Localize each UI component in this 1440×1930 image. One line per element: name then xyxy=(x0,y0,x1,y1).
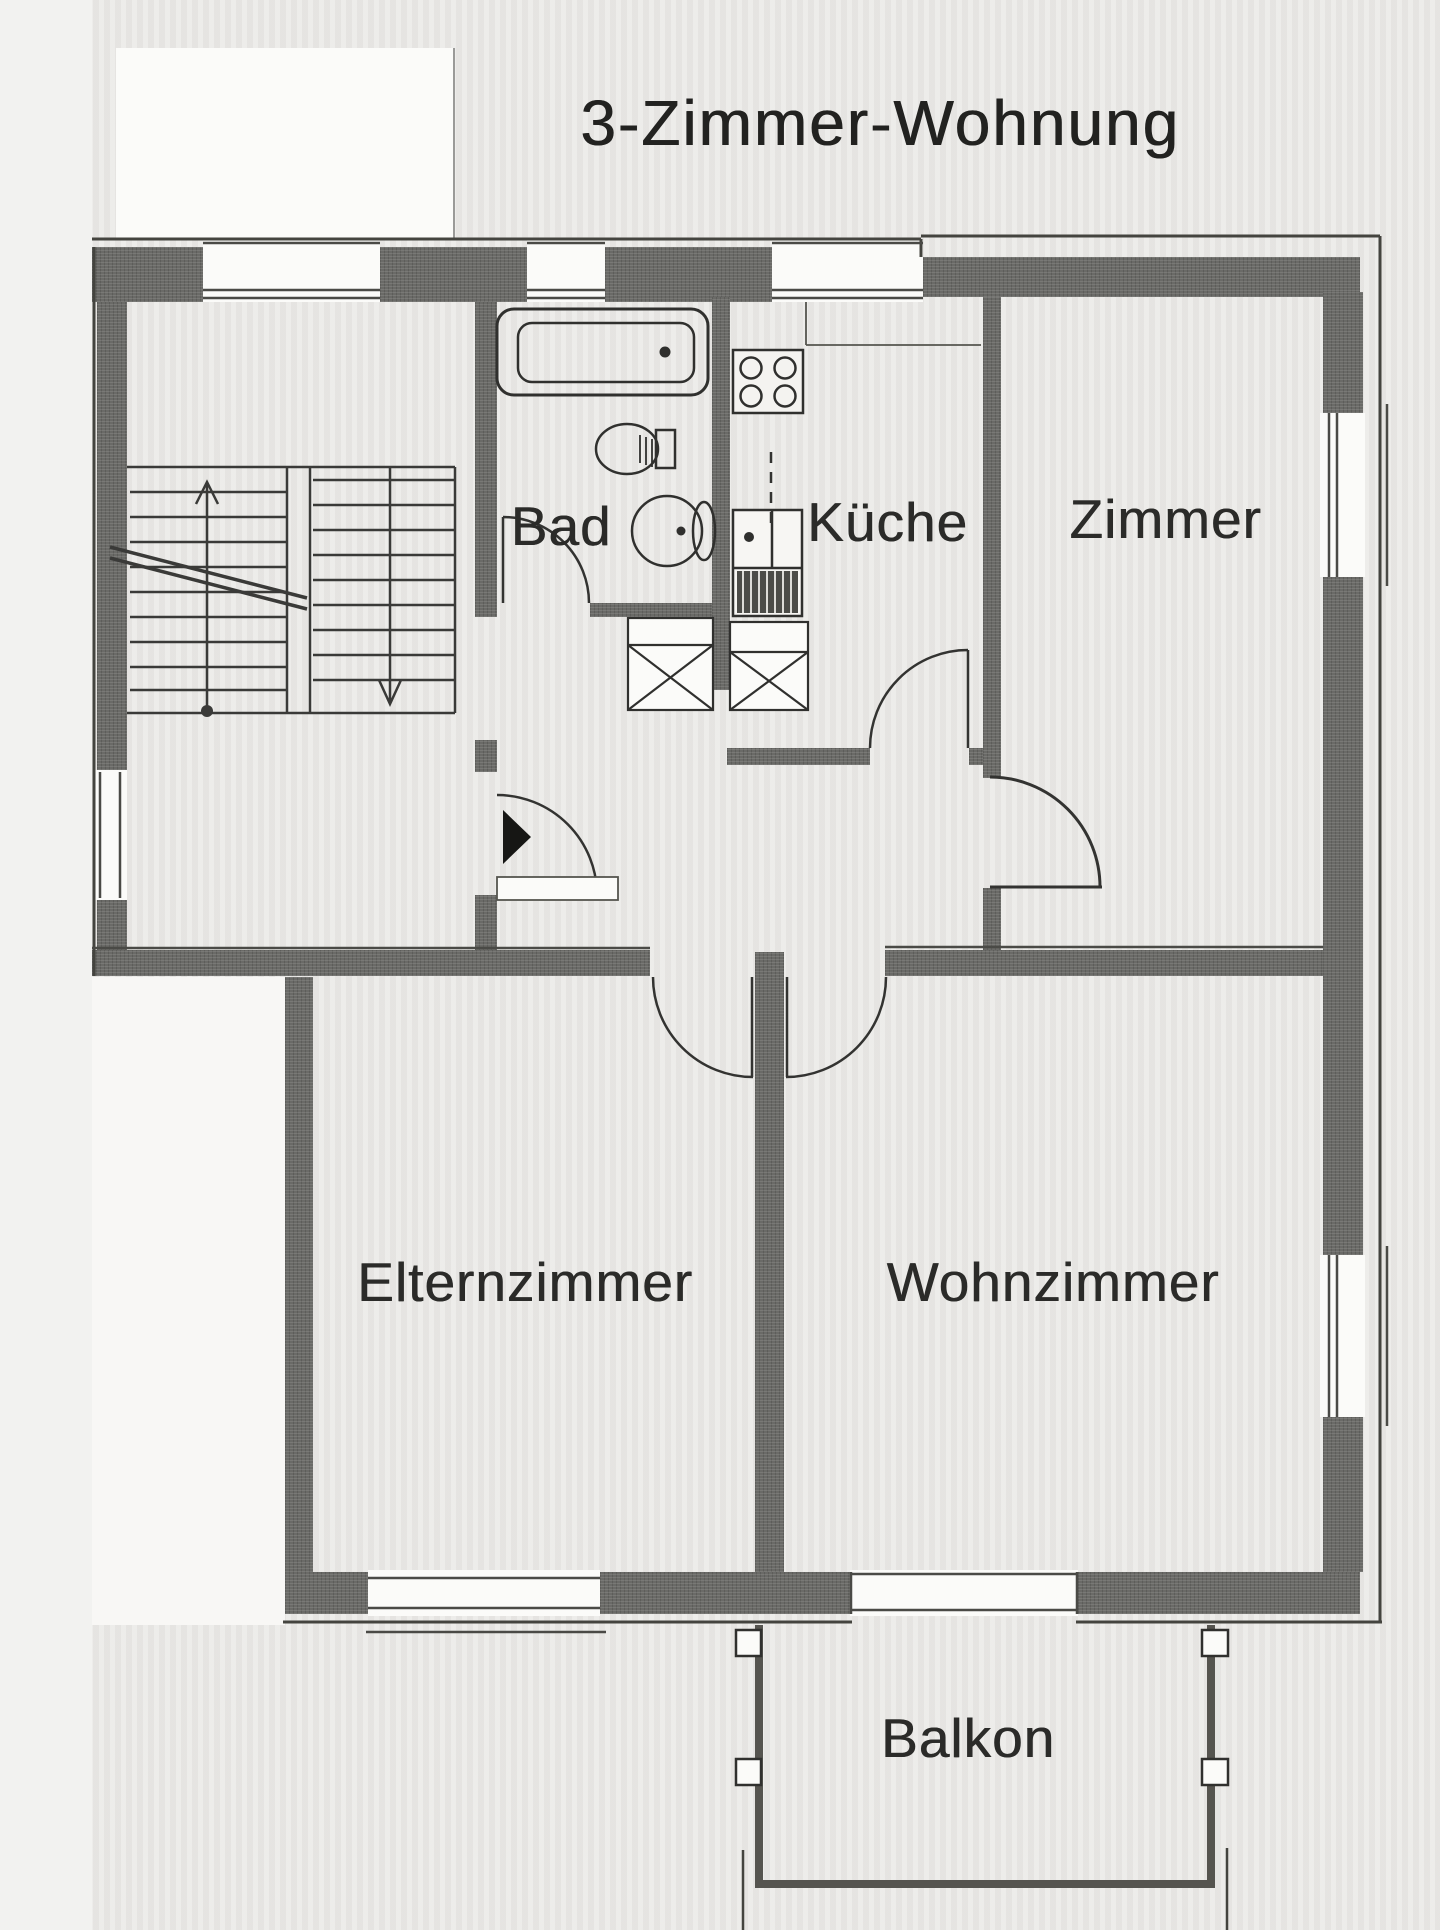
wall-segment xyxy=(983,888,1001,957)
kitchen-counter xyxy=(805,302,981,346)
door-swings xyxy=(501,515,1102,1079)
window-glazing-lines xyxy=(92,241,1389,1634)
wall-segment xyxy=(969,748,983,765)
door-swing-bad xyxy=(501,515,591,604)
wall-segment xyxy=(475,302,497,617)
room-label-zimmer: Zimmer xyxy=(1069,488,1262,550)
bathtub xyxy=(495,307,710,397)
wall-segment xyxy=(712,297,730,690)
wall-segment xyxy=(97,302,127,770)
wall-segment xyxy=(923,257,1360,297)
room-label-elternzimmer: Elternzimmer xyxy=(357,1251,693,1313)
window-opening-kueche xyxy=(772,240,923,302)
door-swing-zimmer xyxy=(989,775,1102,889)
room-label-wohnzimmer: Wohnzimmer xyxy=(886,1251,1220,1313)
wall-segment xyxy=(1323,1417,1363,1572)
stairs-down-arrow xyxy=(377,468,403,708)
window-opening-zimmer xyxy=(1320,413,1365,577)
entrance-threshold xyxy=(496,876,619,901)
door-swing-wohnzimmer xyxy=(785,976,888,1079)
kitchen-sink xyxy=(731,508,804,618)
scan-white-rect-topleft xyxy=(116,48,455,238)
stairs-up-arrow xyxy=(194,479,220,713)
wall-segment xyxy=(285,1572,368,1614)
wall-segment xyxy=(590,603,712,617)
wall-segment xyxy=(727,748,870,765)
building-outline xyxy=(92,234,1382,1624)
door-swing-elternzimmer xyxy=(651,976,754,1079)
washbasin xyxy=(630,494,717,568)
room-label-balkon: Balkon xyxy=(880,1707,1056,1769)
wall-segment xyxy=(1323,577,1363,1255)
stove xyxy=(731,348,805,415)
wall-segment xyxy=(755,952,784,1572)
wall-segment xyxy=(92,247,203,302)
wall-segment xyxy=(885,950,1323,976)
wall-segment xyxy=(475,740,497,772)
window-opening-bad xyxy=(527,240,605,302)
entrance-door xyxy=(496,793,599,896)
wall-segment xyxy=(92,950,650,976)
room-label-bad: Bad xyxy=(510,495,612,557)
balcony-door-opening xyxy=(850,1570,1078,1616)
wall-segment xyxy=(475,895,497,957)
wall-segment xyxy=(600,1572,850,1614)
wall-segment xyxy=(983,297,1001,778)
page-margin-left xyxy=(0,0,92,1930)
exterior-strip-left xyxy=(92,977,285,1625)
staircase xyxy=(109,465,457,717)
plan-title: 3-Zimmer-Wohnung xyxy=(580,87,1180,159)
wall-segment xyxy=(605,247,772,302)
room-label-kueche: Küche xyxy=(807,491,968,553)
wall-segment xyxy=(1078,1572,1360,1614)
wall-segment xyxy=(380,247,527,302)
window-opening-stairwell xyxy=(203,240,380,302)
toilet xyxy=(594,422,677,476)
entrance-arrow-icon xyxy=(503,810,531,864)
door-swing-kueche xyxy=(868,648,970,749)
balcony-railing xyxy=(734,1625,1230,1930)
wall-segment xyxy=(285,977,313,1572)
ventilation-shafts xyxy=(626,616,810,712)
wall-segment xyxy=(1323,292,1363,413)
window-opening-wohnzimmer xyxy=(1320,1255,1365,1417)
